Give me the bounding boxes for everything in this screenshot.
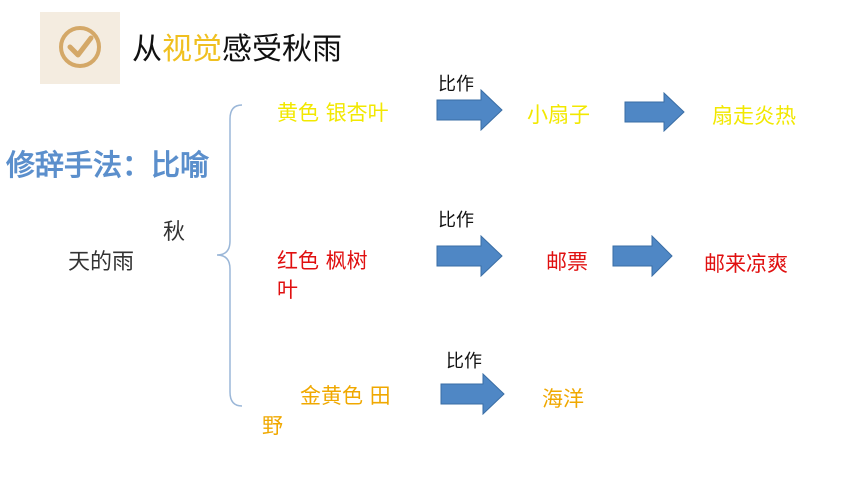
right-arrow-icon [436, 235, 503, 277]
row2-compare-label: 比作 [438, 210, 474, 231]
right-arrow-icon [612, 235, 673, 277]
row3-color-word-line2: 野 [262, 414, 283, 438]
row1-metaphor: 小扇子 [527, 103, 590, 127]
title-accent: 视觉 [162, 32, 222, 67]
left-brace [216, 104, 243, 407]
subject-bottom: 天的雨 [68, 250, 135, 275]
checkmark-badge [40, 12, 120, 84]
row3-color-word-line1: 金黄色 田 [300, 384, 391, 408]
checkmark-circle-icon [59, 26, 101, 68]
title-part2: 感受秋雨 [222, 32, 342, 67]
right-arrow-icon [440, 373, 505, 415]
row3-compare-label: 比作 [446, 351, 482, 372]
row1-meaning: 扇走炎热 [712, 104, 796, 128]
title-part1: 从 [132, 32, 162, 67]
row2-color-word-line1: 红色 枫树 [277, 249, 368, 273]
right-arrow-icon [436, 89, 503, 131]
subject-top: 秋 [163, 220, 186, 245]
row2-metaphor: 邮票 [546, 250, 588, 274]
row2-meaning: 邮来凉爽 [704, 252, 788, 276]
rhetoric-label: 修辞手法：比喻 [6, 148, 210, 182]
slide-title: 从视觉感受秋雨 [132, 24, 342, 68]
row1-color-word: 黄色 银杏叶 [277, 101, 389, 125]
row1-compare-label: 比作 [438, 74, 474, 95]
row2-color-word-line2: 叶 [277, 278, 298, 302]
right-arrow-icon [624, 92, 685, 132]
row3-metaphor: 海洋 [542, 387, 584, 411]
